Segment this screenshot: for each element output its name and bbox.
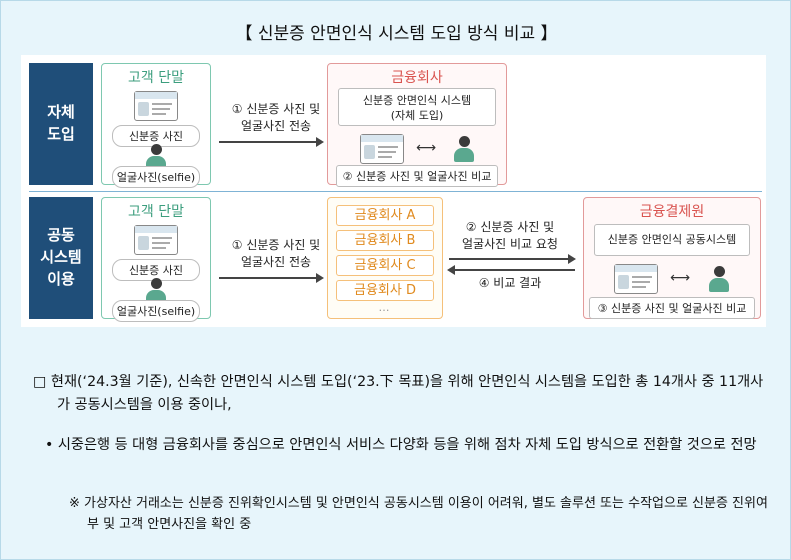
transmit-label: ① 신분증 사진 및 얼굴사진 전송 (231, 238, 321, 270)
financial-companies-box: 금융회사 A 금융회사 B 금융회사 C 금융회사 D … (327, 197, 443, 319)
arrow-right-icon (568, 254, 576, 264)
paragraph-note: ※ 가상자산 거래소는 신분증 진위확인시스템 및 안면인식 공동시스템 이용이… (69, 496, 768, 533)
row-label-shared: 공동 시스템 이용 (29, 197, 93, 319)
company-b: 금융회사 B (336, 230, 434, 251)
row-label-self: 자체 도입 (29, 63, 93, 185)
person-icon (708, 266, 730, 292)
financial-company-title: 금융회사 (391, 70, 443, 86)
request-arrow (449, 258, 569, 260)
customer-device-box: 고객 단말 신분증 사진 얼굴사진(selfie) (101, 63, 211, 188)
selfie-label: 얼굴사진(selfie) (112, 166, 200, 188)
financial-company-box: 금융회사 신분증 안면인식 시스템 (자체 도입) ⟷ ② 신분증 사진 및 얼… (327, 63, 507, 187)
arrow-left-icon (447, 265, 455, 275)
id-card-icon (360, 134, 404, 164)
result-arrow (455, 269, 575, 271)
page-title: 【 신분증 안면인식 시스템 도입 방식 비교 】 (235, 24, 558, 44)
system-label: 신분증 안면인식 시스템 (자체 도입) (338, 88, 496, 126)
company-a: 금융회사 A (336, 205, 434, 226)
double-arrow-icon: ⟷ (416, 140, 437, 156)
customer-device-box: 고객 단말 신분증 사진 얼굴사진(selfie) (101, 197, 211, 322)
comparison-diagram: 자체 도입 고객 단말 신분증 사진 얼굴사진(selfie) ① 신분증 사진… (21, 55, 766, 327)
id-card-icon (614, 264, 658, 294)
paragraph-outlook: • 시중은행 등 대형 금융회사를 중심으로 안면인식 서비스 다양화 등을 위… (45, 437, 757, 453)
customer-device-title: 고객 단말 (128, 70, 184, 86)
shared-system-label: 신분증 안면인식 공동시스템 (594, 224, 750, 256)
transmit-arrow (219, 141, 317, 143)
id-card-icon (134, 225, 178, 255)
kftc-title: 금융결제원 (639, 204, 705, 220)
company-c: 금융회사 C (336, 255, 434, 276)
company-d: 금융회사 D (336, 280, 434, 301)
transmit-arrow (219, 277, 317, 279)
id-card-icon (134, 91, 178, 121)
arrow-right-icon (316, 137, 324, 147)
kftc-box: 금융결제원 신분증 안면인식 공동시스템 ⟷ ③ 신분증 사진 및 얼굴사진 비… (583, 197, 761, 319)
compare-label: ② 신분증 사진 및 얼굴사진 비교 (336, 165, 498, 187)
compare-label: ③ 신분증 사진 및 얼굴사진 비교 (589, 297, 755, 319)
id-photo-label: 신분증 사진 (112, 259, 200, 281)
arrow-right-icon (316, 273, 324, 283)
row-separator (29, 191, 762, 192)
request-label: ② 신분증 사진 및 얼굴사진 비교 요청 (462, 220, 558, 252)
double-arrow-icon: ⟷ (670, 270, 691, 286)
selfie-label: 얼굴사진(selfie) (112, 300, 200, 322)
paragraph-status: □ 현재(‘24.3월 기준), 신속한 안면인식 시스템 도입(‘23.下 목… (33, 374, 764, 414)
transmit-label: ① 신분증 사진 및 얼굴사진 전송 (231, 102, 321, 134)
result-label: ④ 비교 결과 (478, 276, 542, 290)
customer-device-title: 고객 단말 (128, 204, 184, 220)
companies-more: … (378, 301, 390, 314)
person-icon (453, 136, 475, 162)
